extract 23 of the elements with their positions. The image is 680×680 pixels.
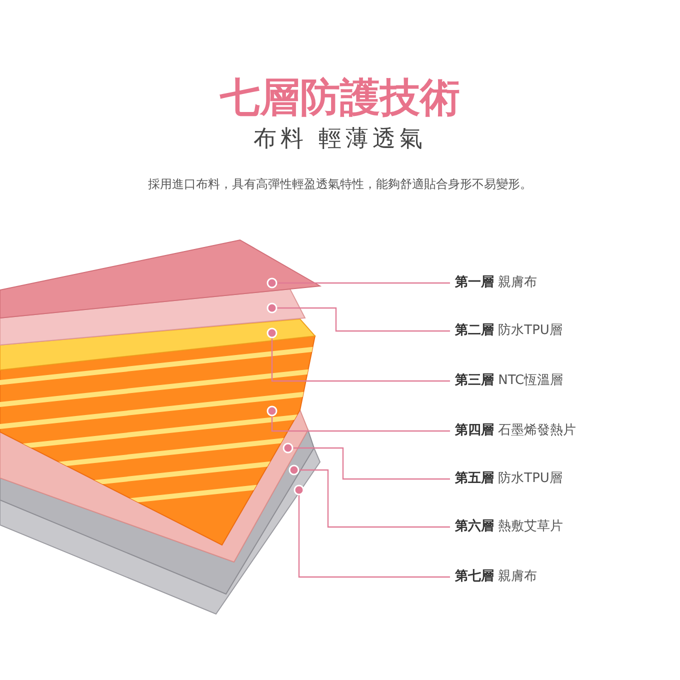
layer-label: 第七層 親膚布 — [455, 569, 538, 585]
leader-line — [266, 406, 450, 432]
leader-line — [282, 442, 450, 480]
fabric-layer — [0, 428, 315, 595]
layer-label: 第六層 熱敷艾草片 — [455, 519, 564, 535]
mesh-layer — [0, 446, 321, 615]
film-layer — [0, 408, 309, 563]
sensor-layer — [0, 318, 316, 371]
fabric-layer — [0, 239, 322, 319]
film-layer — [0, 288, 306, 346]
layer-label: 第三層 NTC恆溫層 — [455, 373, 564, 389]
layer-label: 第一層 親膚布 — [455, 275, 538, 291]
leader-line — [288, 464, 450, 528]
title: 七層防護技術 — [218, 74, 461, 123]
leader-line — [266, 278, 450, 288]
layer-label: 第二層 防水TPU層 — [455, 323, 562, 339]
leader-line — [266, 302, 450, 332]
description-text: 採用進口布料，具有高彈性輕盈透氣特性，能夠舒適貼合身形不易變形。 — [147, 176, 533, 193]
subtitle: 布料 輕薄透氣 — [252, 125, 428, 154]
layer-label: 第五層 防水TPU層 — [455, 471, 562, 487]
layer-label: 第四層 石墨烯發熱片 — [455, 423, 576, 439]
leader-line — [266, 328, 450, 382]
leader-line — [294, 484, 450, 578]
